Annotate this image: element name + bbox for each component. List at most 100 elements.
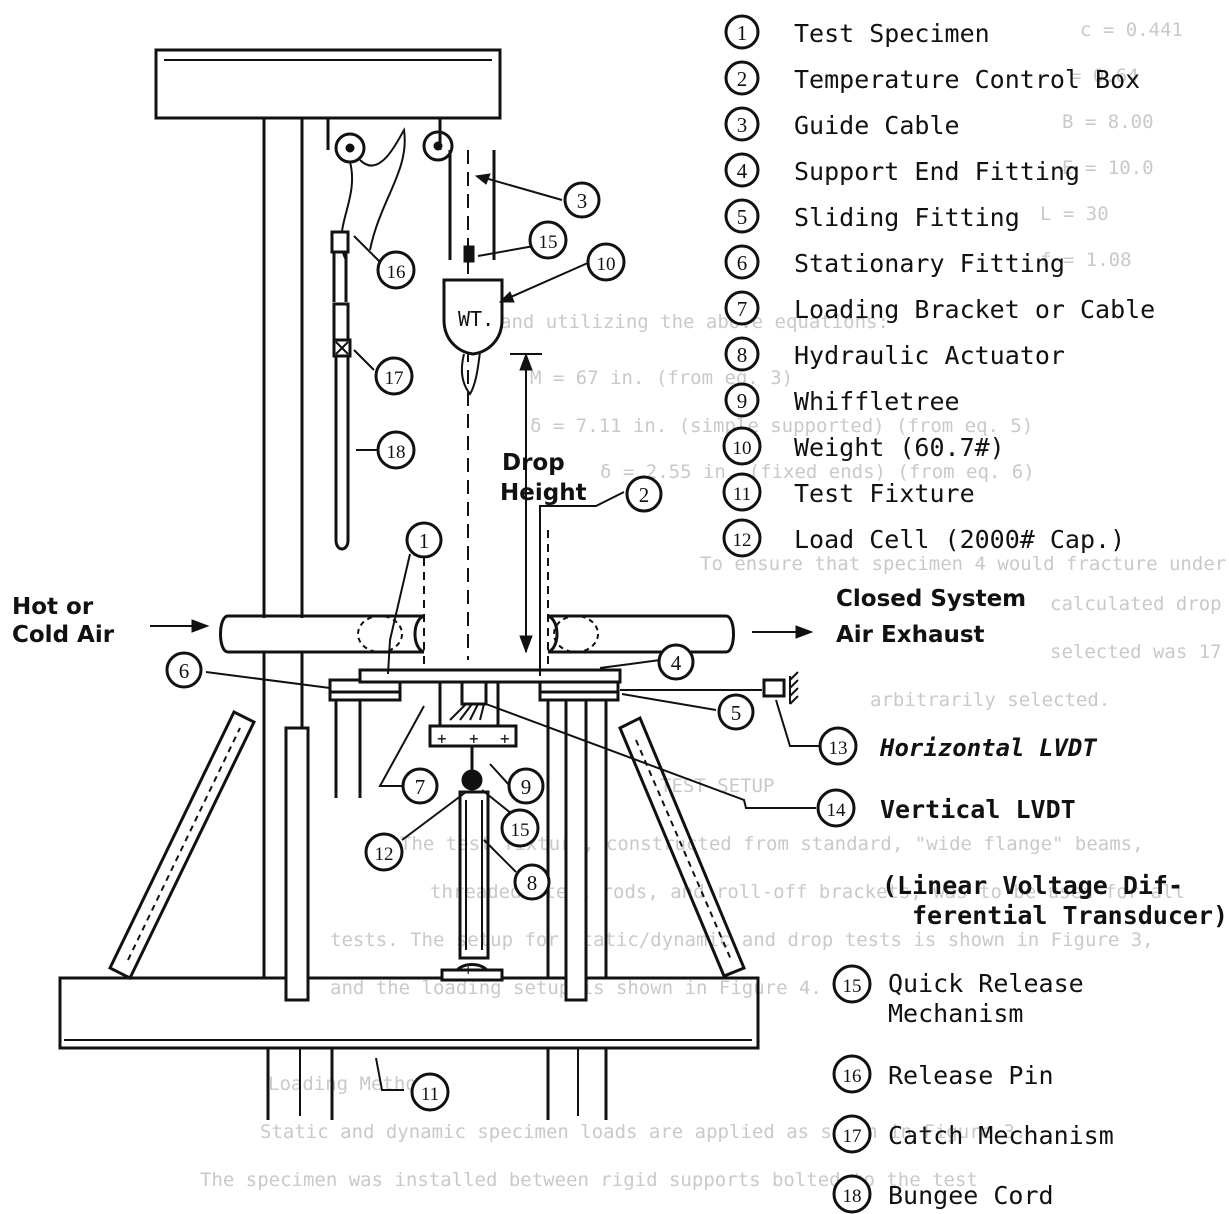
svg-text:17: 17: [385, 368, 404, 389]
svg-text:1: 1: [419, 529, 430, 553]
legend-item: 6 Stationary Fitting: [724, 244, 1065, 280]
ghost-line: B = 8.00: [1062, 111, 1154, 133]
weight-label: WT.: [458, 307, 494, 331]
svg-text:Temperature Control Box: Temperature Control Box: [794, 65, 1140, 94]
svg-text:Release Pin: Release Pin: [888, 1061, 1054, 1090]
svg-text:Test Fixture: Test Fixture: [794, 479, 975, 508]
svg-text:16: 16: [387, 262, 406, 283]
svg-text:17: 17: [843, 1126, 862, 1147]
svg-text:Weight (60.7#): Weight (60.7#): [794, 433, 1005, 462]
ghost-line: tests. The setup for static/dynamic and …: [330, 929, 1154, 951]
legend-item: 3 Guide Cable: [724, 106, 960, 142]
svg-text:Stationary Fitting: Stationary Fitting: [794, 249, 1065, 278]
svg-text:Loading Bracket or Cable: Loading Bracket or Cable: [794, 295, 1155, 324]
ghost-line: L = 30: [1040, 203, 1109, 225]
left-column: [262, 118, 304, 618]
callout-16: 16: [376, 250, 416, 290]
svg-text:15: 15: [843, 976, 862, 997]
svg-text:Guide Cable: Guide Cable: [794, 111, 960, 140]
test-specimen: [358, 668, 622, 684]
callout-8: 8: [513, 863, 551, 901]
callout-6: 6: [165, 651, 203, 689]
ghost-line: δ = 7.11 in. (simple supported) (from eq…: [530, 415, 1033, 437]
svg-text:Sliding Fitting: Sliding Fitting: [794, 203, 1020, 232]
quick-release-mechanism: [463, 245, 475, 263]
svg-text:Bungee Cord: Bungee Cord: [888, 1181, 1054, 1210]
legend-item: 11 Test Fixture: [722, 472, 975, 512]
right-diagonal-rod: [618, 715, 746, 978]
ghost-line: threaded steel rods, and roll-off bracke…: [430, 881, 1185, 903]
callout-4: 4: [657, 643, 695, 681]
guide-cable-assembly: WT.: [334, 127, 542, 660]
svg-text:Test Specimen: Test Specimen: [794, 19, 990, 48]
temperature-control-box: [219, 530, 735, 680]
ghost-text: c = 0.441 = 0.64 B = 8.00 E = 10.0 L = 3…: [200, 19, 1229, 1191]
base-legs: [266, 1048, 608, 1120]
svg-text:8: 8: [737, 343, 748, 367]
ghost-line: To ensure that specimen 4 would fracture…: [700, 553, 1229, 575]
svg-text:15: 15: [511, 820, 530, 841]
svg-text:9: 9: [737, 389, 748, 413]
side-labels: Drop Height Hot or Cold Air Closed Syste…: [12, 450, 1026, 648]
svg-text:10: 10: [597, 254, 616, 275]
svg-text:Hydraulic Actuator: Hydraulic Actuator: [794, 341, 1065, 370]
exhaust-label-line1: Closed System: [836, 586, 1026, 612]
callout-10: 10: [586, 242, 626, 282]
svg-text:Quick Release: Quick Release: [888, 969, 1084, 998]
ghost-line: arbitrarily selected.: [870, 689, 1110, 711]
ghost-line: E = 10.0: [1062, 157, 1154, 179]
callout-circles: 1 2 3 4 5 6 7 8 9 10 11 12 15 15 16 17 1…: [165, 181, 755, 1112]
top-pulley: [422, 130, 454, 162]
right-column: [546, 688, 608, 978]
ghost-line: c = 0.441: [1080, 19, 1183, 41]
svg-text:18: 18: [387, 442, 406, 463]
callout-15-lower: 15: [500, 808, 540, 848]
ghost-line: TEST SETUP: [660, 775, 774, 797]
svg-text:15: 15: [539, 232, 558, 253]
svg-text:2: 2: [639, 483, 650, 507]
callout-leaders: [205, 173, 820, 1091]
loading-system: + + + +: [428, 680, 518, 982]
load-cell: [461, 769, 483, 791]
svg-text:2: 2: [737, 67, 748, 91]
svg-text:6: 6: [737, 251, 748, 275]
bungee-cord: [334, 356, 350, 540]
svg-text:Mechanism: Mechanism: [888, 999, 1023, 1028]
callout-2: 2: [625, 475, 663, 513]
lvdt-note-line1: (Linear Voltage Dif-: [882, 871, 1183, 900]
ghost-line: selected was 17 feet. For the laminated …: [1050, 641, 1229, 663]
ghost-line: The specimen was installed between rigid…: [200, 1169, 978, 1191]
exhaust-label-line2: Air Exhaust: [836, 622, 985, 648]
svg-text:Horizontal LVDT: Horizontal LVDT: [879, 734, 1098, 762]
ghost-line: and utilizing the above equations:: [500, 311, 889, 333]
svg-text:Whiffletree: Whiffletree: [794, 387, 960, 416]
svg-text:Catch Mechanism: Catch Mechanism: [888, 1121, 1114, 1150]
callout-12: 12: [364, 832, 404, 872]
svg-text:Support End Fitting: Support End Fitting: [794, 157, 1080, 186]
svg-text:11: 11: [733, 484, 751, 505]
ghost-line: δ = 2.55 in. (fixed ends) (from eq. 6): [600, 461, 1035, 483]
drop-weight: [442, 278, 504, 356]
svg-text:3: 3: [737, 113, 748, 137]
ghost-line: = 0.64: [1070, 65, 1139, 87]
callout-18: 18: [376, 430, 416, 470]
svg-text:14: 14: [827, 800, 847, 821]
release-pin: [330, 230, 350, 254]
ghost-line: f = 1.08: [1040, 249, 1132, 271]
svg-text:6: 6: [179, 659, 190, 683]
svg-text:Load Cell (2000# Cap.): Load Cell (2000# Cap.): [794, 525, 1125, 554]
ghost-line: calculated drop height was more than dou…: [1050, 593, 1229, 615]
hydraulic-actuator: [458, 790, 490, 960]
callout-15-upper: 15: [528, 220, 568, 260]
svg-text:11: 11: [421, 1084, 439, 1105]
